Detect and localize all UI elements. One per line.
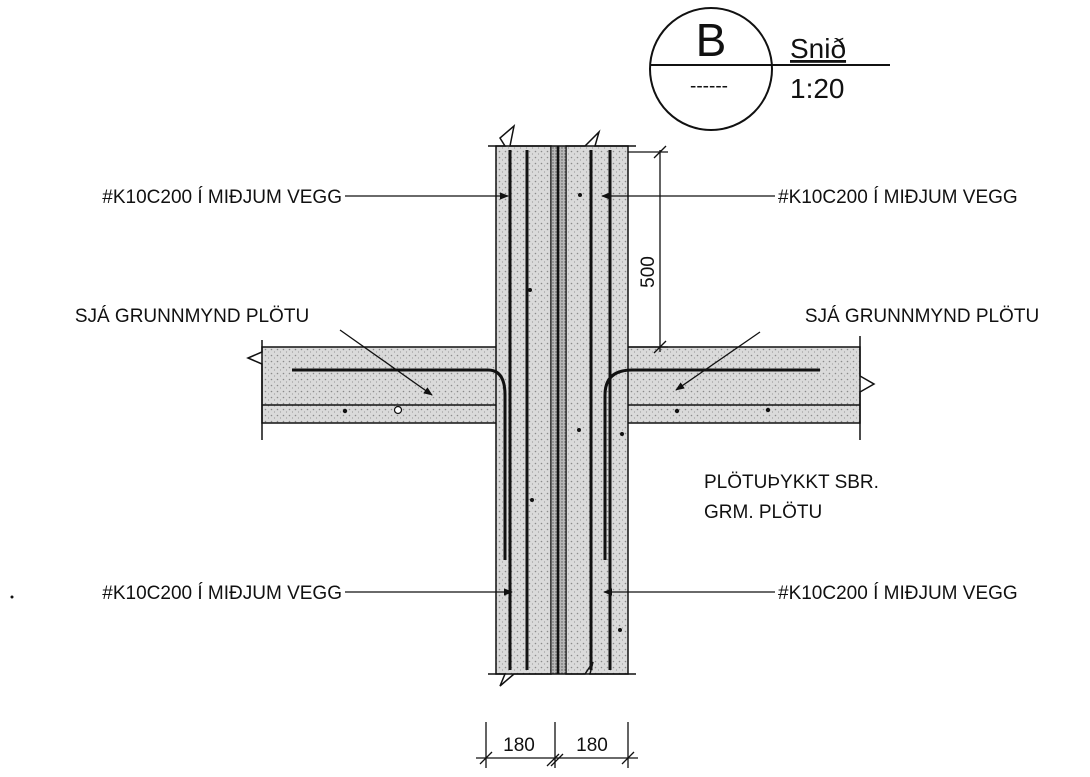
break-line-bottom <box>488 661 636 687</box>
section-marker: B ------ Snið 1:20 <box>649 7 890 131</box>
concrete-body <box>261 145 861 675</box>
rebar-dot <box>528 288 532 292</box>
note-rebar-lower-left: #K10C200 Í MIÐJUM VEGG <box>102 583 342 604</box>
dim-500-label: 500 <box>638 256 659 288</box>
annotations: #K10C200 Í MIÐJUM VEGG #K10C200 Í MIÐJUM… <box>75 187 1039 604</box>
note-rebar-upper-left: #K10C200 Í MIÐJUM VEGG <box>102 187 342 208</box>
wall-right <box>565 145 629 675</box>
reinforcement <box>262 150 860 670</box>
dim-tick-left <box>479 751 493 765</box>
section-sheet-ref: ------ <box>690 76 728 97</box>
break-lines <box>246 124 876 687</box>
rebar-dot <box>578 193 582 197</box>
dimension-horizontal <box>476 722 638 768</box>
note-rebar-lower-right: #K10C200 Í MIÐJUM VEGG <box>778 583 1018 604</box>
rebar-dot <box>342 408 348 414</box>
break-line-left <box>246 340 263 440</box>
rebar-dot <box>530 498 534 502</box>
rebar-dot <box>393 405 403 415</box>
stray-mark <box>10 595 14 599</box>
leader-slab-left <box>339 329 433 396</box>
note-slab-right: SJÁ GRUNNMYND PLÖTU <box>805 306 1039 327</box>
rebar-dot <box>674 408 680 414</box>
rebar-slab-left-hook <box>292 368 507 560</box>
dim-tick-middle-a <box>546 753 560 767</box>
break-line-right <box>859 336 876 440</box>
dim-tick-middle-b <box>550 753 564 767</box>
dim-180-right-label: 180 <box>576 735 608 756</box>
section-marker-circle <box>649 7 773 131</box>
dim-tick-bottom <box>653 340 667 354</box>
rebar-dot <box>620 432 624 436</box>
dim-tick-top <box>653 145 667 159</box>
rebar-dots <box>342 193 771 632</box>
dim-180-left-label: 180 <box>503 735 535 756</box>
note-slab-thickness-1: PLÖTUÞYKKT SBR. <box>704 472 879 493</box>
dimension-vertical <box>628 145 668 354</box>
dim-tick-right <box>621 751 635 765</box>
note-slab-thickness-2: GRM. PLÖTU <box>704 502 822 523</box>
section-letter: B <box>696 14 727 66</box>
break-line-top <box>488 124 636 147</box>
rebar-dot <box>618 628 622 632</box>
leader-slab-right <box>675 331 761 391</box>
rebar-dot <box>577 428 581 432</box>
rebar-slab-right-hook <box>603 368 820 560</box>
note-rebar-upper-right: #K10C200 Í MIÐJUM VEGG <box>778 187 1018 208</box>
leader-lines <box>339 192 775 596</box>
rebar-dot <box>765 407 771 413</box>
section-title: Snið <box>790 33 846 64</box>
section-scale: 1:20 <box>790 73 845 104</box>
note-slab-left: SJÁ GRUNNMYND PLÖTU <box>75 306 309 327</box>
